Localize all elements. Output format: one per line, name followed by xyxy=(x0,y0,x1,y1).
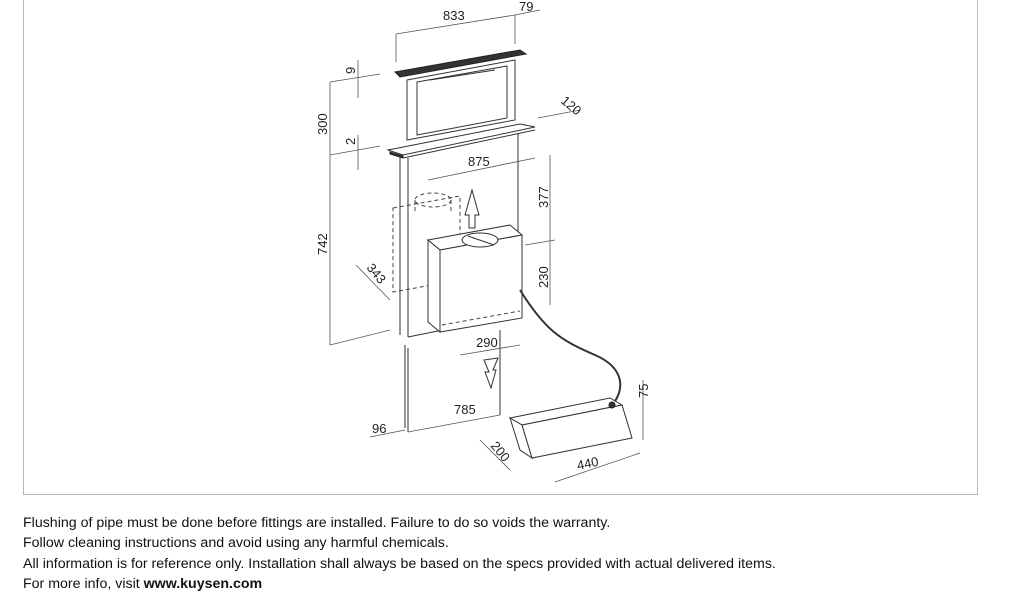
dim-290: 290 xyxy=(476,335,498,350)
drawing-frame xyxy=(23,0,978,495)
hood-top-panel xyxy=(393,49,528,141)
worktop-frame xyxy=(386,123,536,159)
dim-440: 440 xyxy=(576,454,600,473)
dim-230: 230 xyxy=(536,266,551,288)
dim-120: 120 xyxy=(558,93,584,118)
dim-300: 300 xyxy=(315,113,330,135)
notes: Flushing of pipe must be done before fit… xyxy=(23,513,776,594)
note-flushing: Flushing of pipe must be done before fit… xyxy=(23,515,611,531)
control-unit xyxy=(508,289,633,460)
dim-833: 833 xyxy=(443,8,465,23)
motor-box xyxy=(426,224,524,334)
dim-79: 79 xyxy=(519,0,533,14)
dim-9: 9 xyxy=(343,67,358,74)
dim-2: 2 xyxy=(343,138,358,145)
dim-75: 75 xyxy=(636,384,651,398)
note-reference: All information is for reference only. I… xyxy=(23,555,776,572)
technical-drawing: 833 79 9 300 2 120 875 377 742 343 230 2… xyxy=(315,0,651,483)
dim-200: 200 xyxy=(488,438,513,464)
more-info-prefix: For more info, visit xyxy=(23,575,144,592)
alt-motor-position xyxy=(392,188,480,293)
exhaust-arrow xyxy=(483,357,499,390)
dim-785: 785 xyxy=(454,402,476,417)
dim-96: 96 xyxy=(372,421,386,436)
dim-377: 377 xyxy=(536,186,551,208)
dimension-lines xyxy=(329,9,644,483)
dim-343: 343 xyxy=(364,260,389,286)
note-cleaning: Follow cleaning instructions and avoid u… xyxy=(23,535,449,552)
website-link[interactable]: www.kuysen.com xyxy=(143,575,263,592)
note-more-info: For more info, visit www.kuysen.com xyxy=(23,574,776,594)
dim-875: 875 xyxy=(468,154,490,169)
dim-742: 742 xyxy=(315,233,330,255)
